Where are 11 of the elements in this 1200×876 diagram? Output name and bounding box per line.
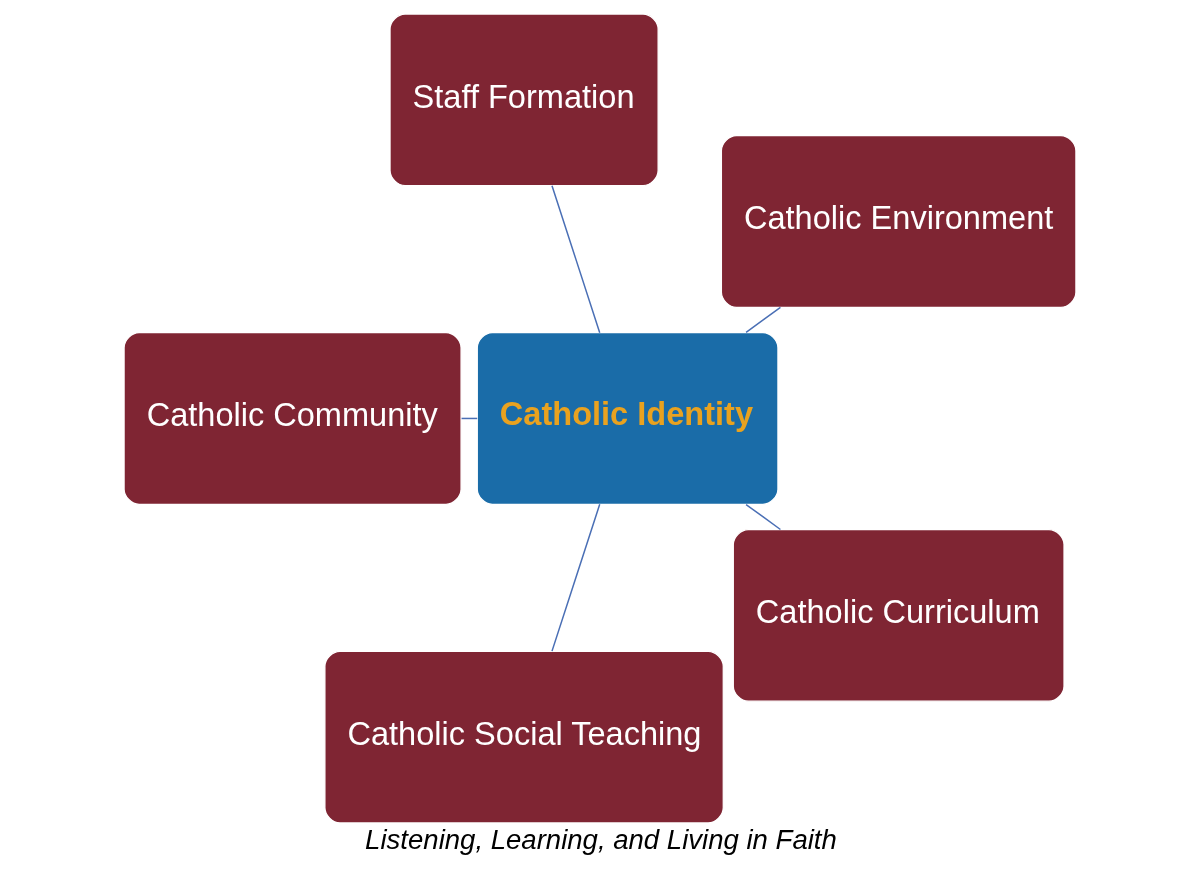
connector — [551, 503, 601, 652]
connector — [745, 306, 782, 333]
connector — [551, 184, 601, 333]
node-box: Catholic Curriculum — [732, 528, 1065, 702]
node-box: Catholic Identity — [476, 331, 779, 505]
node-box: Catholic Environment — [720, 134, 1077, 308]
node-box: Staff Formation — [389, 12, 659, 186]
node-box: Catholic Community — [123, 331, 462, 505]
node-box: Catholic Social Teaching — [324, 650, 724, 824]
caption: Listening, Learning, and Living in Faith — [365, 823, 837, 855]
connector — [745, 503, 782, 530]
